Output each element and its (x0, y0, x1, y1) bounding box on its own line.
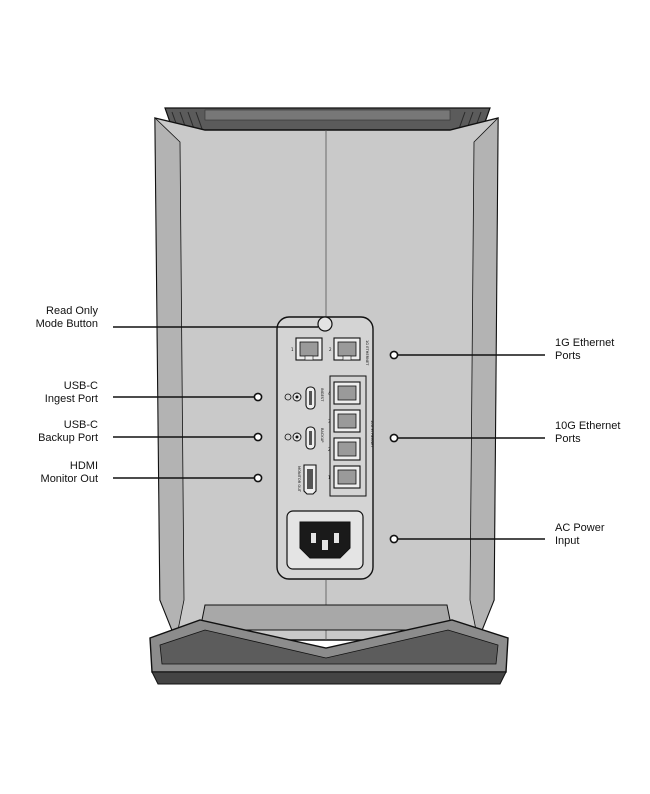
callout-dot-1g-ethernet (389, 350, 399, 360)
callout-label-line: Read Only (46, 305, 98, 317)
usb-c-backup-port: BACKUP (284, 426, 324, 450)
callout-label-line: HDMI (69, 460, 98, 472)
callout-label-ac-power: AC Power Input (555, 522, 605, 548)
callout-label-line: Monitor Out (40, 473, 98, 485)
callout-label-line: Ports (555, 433, 581, 445)
usb-c-ports: INGEST BACKUP (284, 386, 324, 450)
hdmi-port: MONITOR OUT (297, 464, 317, 495)
callout-label-1g-ethernet: 1G Ethernet Ports (555, 337, 614, 363)
callout-label-line: AC Power (555, 522, 605, 534)
ac-power-inlet (286, 510, 364, 570)
callout-dot-hdmi (253, 473, 263, 483)
callout-dot-ac-power (389, 534, 399, 544)
callout-label-10g-ethernet: 10G Ethernet Ports (555, 420, 620, 446)
callout-dots (253, 350, 399, 544)
callout-label-line: 10G Ethernet (555, 420, 621, 432)
ethernet-port-10g-1 (333, 465, 361, 489)
callout-dot-usbc-ingest (253, 392, 263, 402)
ten-g-ethernet-label: 10G ETHERNET (370, 420, 374, 448)
ethernet-port-1g-1 (295, 337, 323, 361)
callout-label-line: Ingest Port (44, 393, 98, 405)
callout-label-line: Mode Button (35, 318, 98, 330)
callout-label-read-only: Read Only Mode Button (36, 305, 98, 331)
callout-label-line: USB-C (63, 419, 98, 431)
read-only-button (317, 316, 333, 332)
ethernet-port-1g-2 (333, 337, 361, 361)
callout-dot-10g-ethernet (389, 433, 399, 443)
port-number-10g-4: 4 (328, 391, 331, 396)
callout-label-line: Input (555, 535, 580, 547)
monitor-out-label: MONITOR OUT (297, 466, 301, 493)
usb-c-ingest-port: INGEST (284, 386, 324, 410)
callout-label-usbc-ingest: USB-C Ingest Port (45, 380, 98, 406)
device-base (149, 604, 509, 685)
one-g-ethernet-label: 1G ETHERNET (365, 340, 369, 366)
port-number-10g-3: 3 (328, 419, 331, 424)
port-number-10g-2: 2 (328, 447, 331, 452)
one-g-ethernet-ports: 1 2 1G ETHERNET (291, 337, 369, 366)
callout-label-usbc-backup: USB-C Backup Port (38, 419, 98, 445)
port-number-1g-1: 1 (291, 347, 294, 352)
callout-label-line: 1G Ethernet (555, 337, 615, 349)
ten-g-ethernet-ports: 4 3 2 1 10G ETHERNET (328, 375, 374, 497)
ethernet-port-10g-3 (333, 409, 361, 433)
callout-label-line: Ports (555, 350, 581, 362)
backup-label: BACKUP (320, 428, 324, 443)
port-number-10g-1: 1 (328, 475, 331, 480)
callout-label-line: USB-C (63, 380, 98, 392)
ingest-label: INGEST (320, 388, 324, 402)
ethernet-port-10g-4 (333, 381, 361, 405)
callout-label-line: Backup Port (38, 432, 98, 444)
callout-label-hdmi: HDMI Monitor Out (41, 460, 98, 486)
callout-dot-usbc-backup (253, 432, 263, 442)
port-number-1g-2: 2 (329, 347, 332, 352)
ethernet-port-10g-2 (333, 437, 361, 461)
callout-lines (113, 326, 545, 540)
